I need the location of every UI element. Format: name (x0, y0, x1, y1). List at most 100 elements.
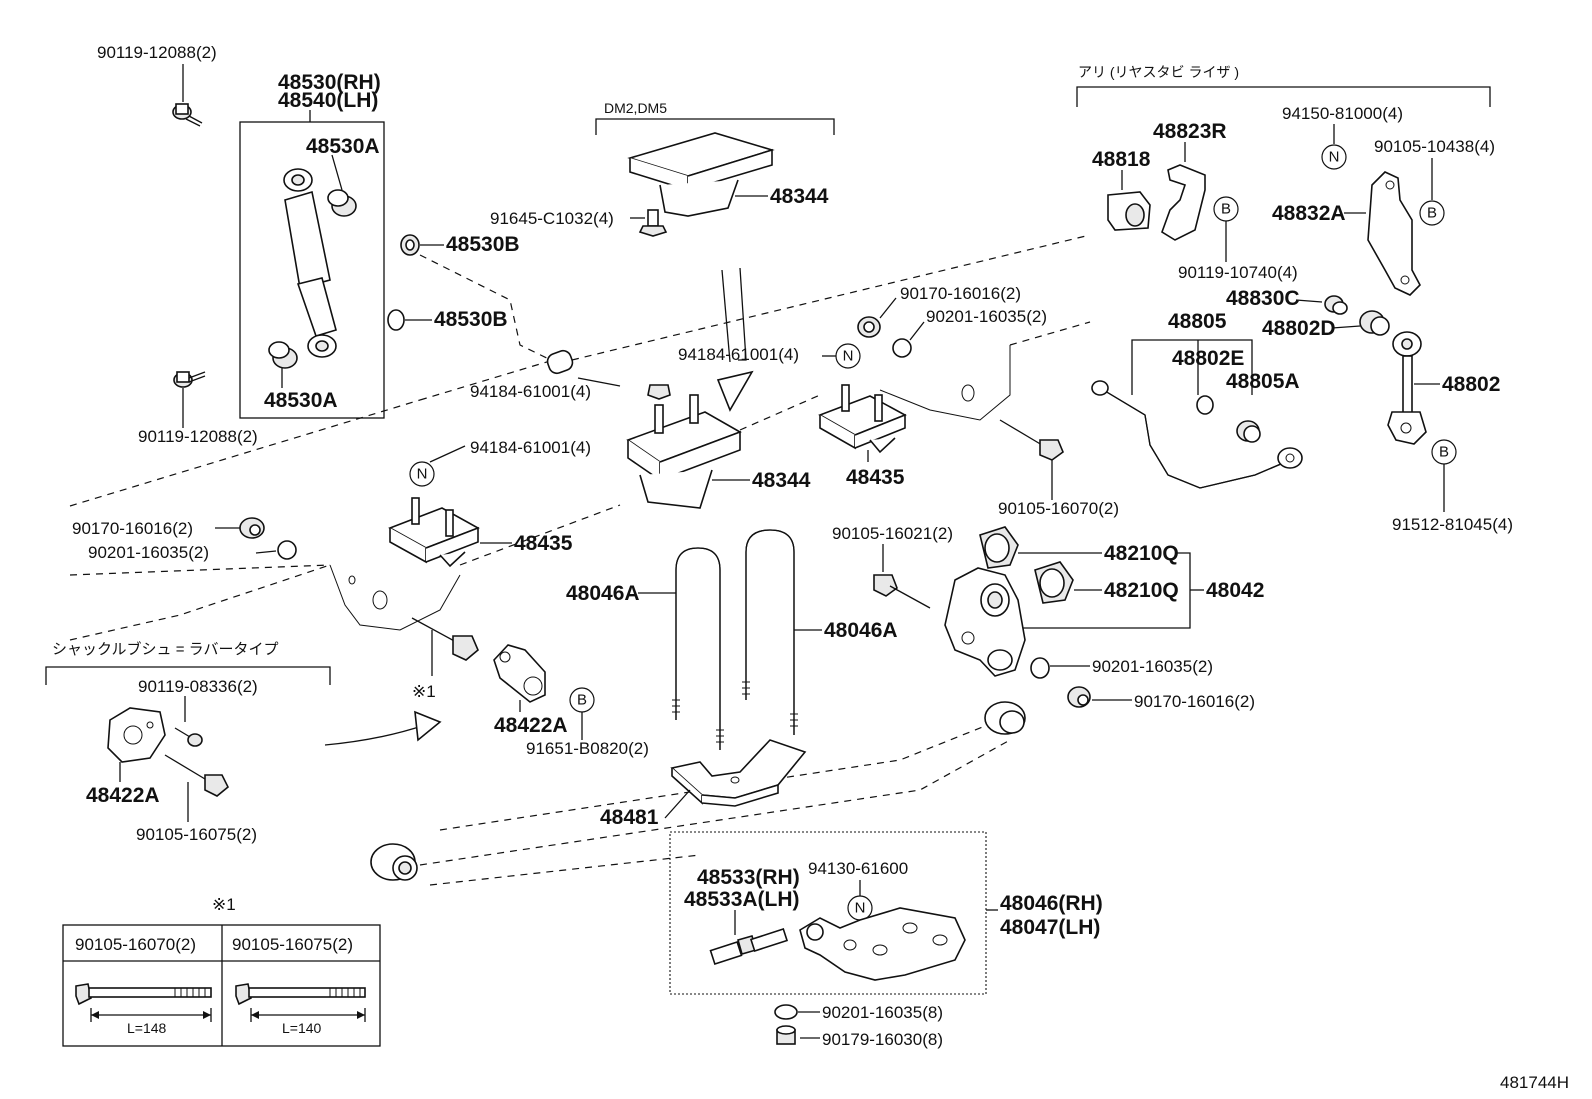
label-48210Q-a: 48210Q (1104, 542, 1179, 565)
bracket-icon (1161, 164, 1206, 241)
label-94130: 94130-61600 (808, 859, 908, 878)
washer-icon (1030, 657, 1050, 679)
label-48344-top: 48344 (770, 185, 829, 208)
bushing-icon (1034, 561, 1074, 604)
bracket-icon (1367, 171, 1421, 296)
label-90170-16016-a: 90170-16016(2) (900, 284, 1021, 303)
label-48832A: 48832A (1272, 202, 1346, 225)
label-48530A-top: 48530A (306, 135, 380, 158)
leaf-spring-group: 48481 (370, 701, 1026, 886)
bushing-icon (1107, 191, 1151, 231)
frame-outline (69, 234, 1091, 641)
label-90201-16035-8: 90201-16035(8) (822, 1003, 943, 1022)
table-col2-header: 90105-16075(2) (232, 935, 353, 954)
label-90105-10438: 90105-10438(4) (1374, 137, 1495, 156)
label-48818: 48818 (1092, 148, 1151, 171)
bushing-icon (268, 341, 298, 369)
label-note-mark: ※1 (412, 682, 436, 701)
stabilizer-link-icon (1387, 331, 1427, 445)
left-nuts-group: 90170-16016(2) 90201-16035(2) (72, 517, 297, 562)
label-90105-16021: 90105-16021(2) (832, 524, 953, 543)
block-icon (626, 384, 742, 509)
u-bolts-group: 48046A 48046A (566, 529, 898, 750)
label-91512: 91512-81045(4) (1392, 515, 1513, 534)
bolt-icon (164, 754, 230, 797)
nut-icon (857, 316, 881, 338)
n-marker-icon (1321, 144, 1347, 170)
label-90201-16035-a: 90201-16035(2) (926, 307, 1047, 326)
label-48435-b: 48435 (846, 466, 905, 489)
stud-bolt-icon (709, 928, 789, 965)
label-94184-b: 94184-61001(4) (470, 382, 591, 401)
u-bolt-icon (742, 529, 798, 735)
svg-text:B: B (1427, 205, 1437, 222)
nut-icon (638, 209, 668, 237)
bolt-length-table: ※1 90105-16070(2) 90105-16075(2) L=148 (62, 895, 381, 1047)
label-48481: 48481 (600, 806, 659, 829)
bushing-icon (327, 189, 357, 217)
bolt-icon (873, 574, 931, 609)
label-48344-mid: 48344 (752, 469, 811, 492)
label-48046A-a: 48046A (566, 582, 640, 605)
bolt-icon (174, 727, 203, 747)
spacer-block-icon (818, 384, 907, 454)
label-48802: 48802 (1442, 373, 1500, 396)
label-48530B-1: 48530B (446, 233, 520, 256)
spring-eye-icon (370, 843, 418, 881)
nut-icon (1067, 686, 1091, 708)
table-len1: L=148 (127, 1020, 167, 1036)
shackle-plate-icon (107, 707, 166, 763)
table-col1-header: 90105-16070(2) (75, 935, 196, 954)
label-90119-12088-bottom: 90119-12088(2) (138, 427, 258, 446)
washer-icon (387, 309, 405, 331)
label-90119-12088-top: 90119-12088(2) (97, 43, 217, 62)
label-stab-header: アリ (リヤスタビ ライザ ) (1078, 64, 1239, 80)
svg-text:N: N (417, 466, 428, 483)
label-48422A-b: 48422A (494, 714, 568, 737)
spring-bracket-icon (799, 907, 966, 981)
shock-absorber-group: 90119-12088(2) 48530(RH) 48540(LH) 48530… (97, 43, 556, 446)
svg-text:N: N (855, 900, 866, 917)
bolt-icon (173, 371, 206, 388)
label-48046: 48046(RH) (1000, 892, 1103, 915)
nut-icon (239, 517, 265, 539)
shackle-bolt-group: ※1 48422A B 91651-B0820(2) (411, 617, 649, 758)
bolt-icon (999, 419, 1064, 461)
bushing-icon (1324, 295, 1348, 315)
bracket-group-box (669, 831, 987, 995)
label-48805: 48805 (1168, 310, 1227, 333)
label-48805A: 48805A (1226, 370, 1300, 393)
long-bolt-icon (75, 983, 212, 1006)
shackle-icon (944, 567, 1026, 677)
washer-icon (774, 1004, 798, 1020)
shock-group-box (239, 121, 385, 419)
label-94150: 94150-81000(4) (1282, 104, 1403, 123)
label-90179: 90179-16030(8) (822, 1030, 943, 1049)
bushing-icon (1359, 310, 1390, 336)
bolt-icon (172, 103, 203, 127)
bracket-icon (627, 132, 775, 217)
label-48530A-bottom: 48530A (264, 389, 338, 412)
n-marker-icon (835, 343, 861, 369)
label-94184-c: 94184-61001(4) (470, 438, 591, 457)
nut-icon (776, 1025, 796, 1045)
svg-text:B: B (1221, 201, 1231, 218)
label-94184-a: 94184-61001(4) (678, 345, 799, 364)
bushing-icon (1196, 395, 1214, 415)
shock-absorber-icon (283, 168, 337, 358)
bolt-icon (411, 617, 479, 661)
label-48042: 48042 (1206, 579, 1264, 602)
shackle-bush-group: シャックルブシュ = ラバータイプ 90119-08336(2) 48422A … (45, 640, 442, 844)
diagram-id: 481744H (1500, 1073, 1569, 1092)
label-90201-16035-c: 90201-16035(2) (1092, 657, 1213, 676)
label-48435-a: 48435 (514, 532, 573, 555)
label-48830C: 48830C (1226, 287, 1300, 310)
svg-text:B: B (577, 692, 587, 709)
label-48046A-b: 48046A (824, 619, 898, 642)
b-marker-icon (1419, 200, 1445, 226)
bushing-icon (1236, 420, 1261, 443)
table-footnote: ※1 (212, 895, 236, 914)
u-bolt-icon (672, 547, 724, 750)
label-48422A-a: 48422A (86, 784, 160, 807)
